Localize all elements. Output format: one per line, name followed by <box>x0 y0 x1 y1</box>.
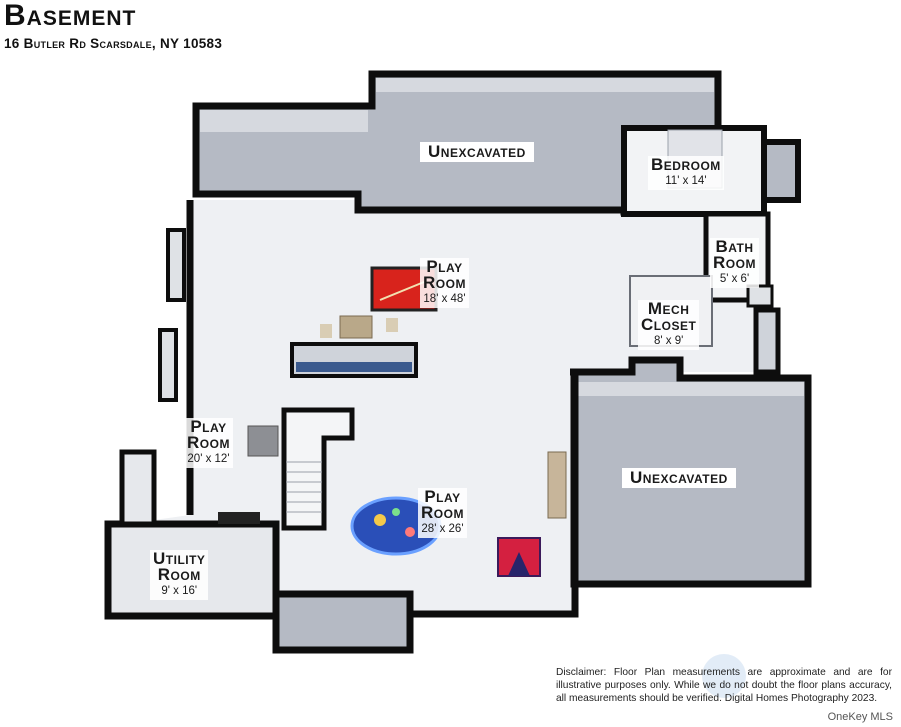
bedroom-closet <box>761 139 801 203</box>
label-play-room-1-line1: Play <box>426 257 463 276</box>
label-play-room-3-line1: Play <box>424 487 461 506</box>
rug-pattern-3 <box>392 508 400 516</box>
stair-steps <box>286 461 322 513</box>
utility-left-wing <box>119 449 157 527</box>
label-bathroom-dims: 5' x 6' <box>719 273 750 285</box>
plan-address: 16 Butler Rd Scarsdale, NY 10583 <box>4 36 223 51</box>
label-bedroom-name: Bedroom <box>651 155 721 174</box>
label-bathroom: Bath Room 5' x 6' <box>710 238 759 288</box>
label-bathroom-line1: Bath <box>715 237 754 256</box>
label-utility-room: Utility Room 9' x 16' <box>150 549 209 600</box>
label-mech-line2: Closet <box>641 315 697 334</box>
label-utility-line2: Room <box>157 565 201 584</box>
bathroom-fixture <box>746 284 774 308</box>
label-play-room-1-line2: Room <box>423 273 466 292</box>
bottom-bumpout <box>272 590 414 654</box>
rug-pattern-2 <box>405 527 415 537</box>
label-unexcavated-right-name: Unexcavated <box>630 468 728 487</box>
unexcavated-top-wall-shade-2 <box>376 78 714 92</box>
label-play-room-2-line2: Room <box>187 433 230 452</box>
couch <box>247 425 279 457</box>
disclaimer-text: Disclaimer: Floor Plan measurements are … <box>556 667 892 704</box>
side-closet <box>753 307 781 375</box>
label-utility-line1: Utility <box>153 549 206 568</box>
label-mech-dims: 8' x 9' <box>653 335 684 347</box>
unexcavated-right-wall-shade <box>578 382 804 396</box>
label-play-room-3-line2: Room <box>421 503 464 522</box>
label-unexcavated-top: Unexcavated <box>420 142 534 162</box>
plan-title: Basement <box>4 0 137 32</box>
label-mech-line1: Mech <box>647 299 690 318</box>
label-bathroom-line2: Room <box>713 253 756 272</box>
stair-walls <box>281 407 355 531</box>
unexcavated-top-wall-shade <box>200 110 368 132</box>
label-unexcavated-top-name: Unexcavated <box>428 142 526 161</box>
table <box>339 315 373 339</box>
pool-cue <box>379 281 425 301</box>
label-play-room-3: Play Room 28' x 26' <box>418 488 467 538</box>
mls-watermark: OneKey MLS <box>827 711 893 723</box>
label-utility-dims: 9' x 16' <box>161 585 198 597</box>
counter-front <box>296 362 412 372</box>
tv-console <box>218 512 260 524</box>
tent-opening <box>508 552 530 576</box>
label-play-room-2-dims: 20' x 12' <box>187 453 230 465</box>
wall-shelf <box>547 451 567 519</box>
label-mech-closet: Mech Closet 8' x 9' <box>638 299 700 350</box>
basement-floor <box>118 200 765 614</box>
label-unexcavated-right: Unexcavated <box>622 468 736 488</box>
label-bedroom: Bedroom 11' x 14' <box>648 156 724 190</box>
watermark-badge <box>702 654 746 698</box>
label-bedroom-dims: 11' x 14' <box>665 175 707 187</box>
chair-left <box>320 324 332 338</box>
label-play-room-3-dims: 28' x 26' <box>421 523 464 535</box>
label-play-room-2: Play Room 20' x 12' <box>184 418 233 468</box>
label-play-room-2-line1: Play <box>190 417 227 436</box>
label-play-room-1-dims: 18' x 48' <box>423 293 466 305</box>
rug-pattern-1 <box>374 514 386 526</box>
chair-right <box>386 318 398 332</box>
label-play-room-1: Play Room 18' x 48' <box>420 258 469 308</box>
left-window-frames <box>158 228 186 402</box>
